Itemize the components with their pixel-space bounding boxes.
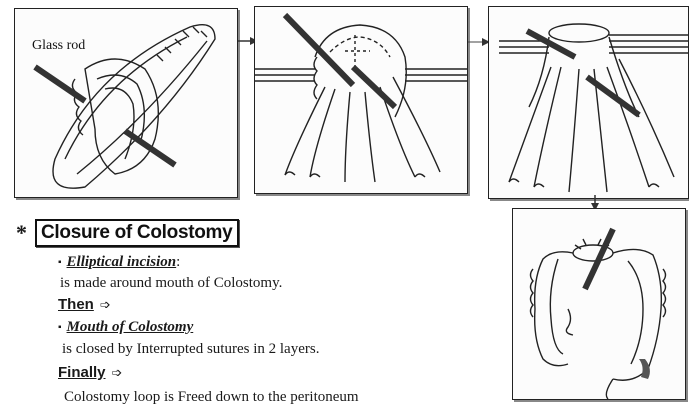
list-item-text: is closed by Interrupted sutures in 2 la… (62, 341, 319, 358)
item-heading-suffix: : (176, 254, 180, 270)
item-heading-mouth-of-colostomy: Mouth of Colostomy (67, 319, 194, 335)
figure-panel-loop-elevated (254, 6, 468, 194)
figure-panel-colon-overview (512, 208, 686, 400)
figure-panel-glass-rod-loop (14, 8, 238, 198)
section-title: Closure of Colostomy (35, 219, 239, 247)
colon-overview-illustration (513, 209, 685, 399)
list-item-text: is made around mouth of Colostomy. (60, 275, 282, 292)
figure-panel-loop-freed (488, 6, 689, 199)
finally-label-row: Finally ➩ (58, 364, 122, 382)
list-item-heading: ▪ Elliptical incision: (58, 254, 180, 271)
final-step-text: Colostomy loop is Freed down to the peri… (64, 389, 359, 406)
colostomy-loop-elevated-illustration (255, 7, 467, 193)
arrow-right-icon (468, 37, 490, 47)
bullet-icon: ▪ (58, 322, 62, 333)
bullet-icon: ▪ (58, 257, 62, 268)
colostomy-loop-freed-illustration (489, 7, 688, 198)
star-icon: * (16, 222, 27, 244)
item-heading-elliptical-incision: Elliptical incision (67, 254, 177, 270)
list-item-heading: ▪ Mouth of Colostomy (58, 319, 193, 336)
glass-rod-label: Glass rod (32, 38, 85, 54)
finally-label: Finally (58, 364, 106, 381)
then-label-row: Then ➩ (58, 296, 111, 314)
step-arrow-icon: ➩ (100, 297, 111, 312)
then-label: Then (58, 296, 94, 313)
section-heading: * Closure of Colostomy (16, 219, 239, 247)
step-arrow-icon: ➩ (112, 365, 123, 380)
